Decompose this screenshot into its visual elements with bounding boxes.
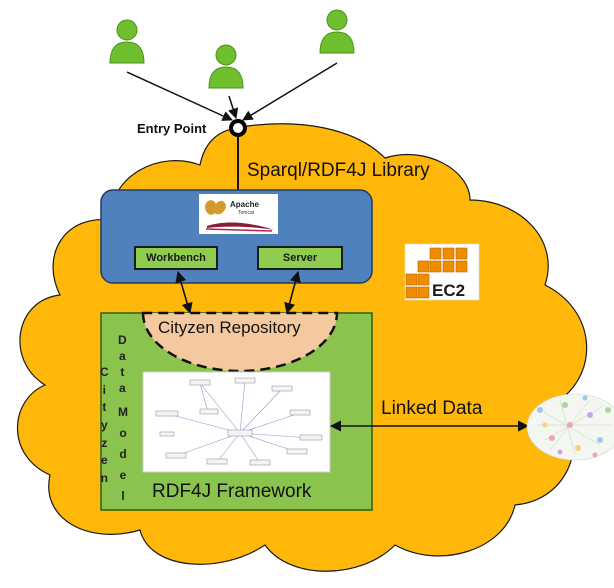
- vertical-letter: y: [100, 417, 108, 432]
- ec2-text: EC2: [432, 281, 465, 300]
- entry-point-icon: [229, 119, 247, 137]
- library-label: Sparql/RDF4J Library: [247, 160, 430, 181]
- vertical-letter: n: [100, 470, 108, 485]
- vertical-letter: o: [119, 426, 127, 440]
- user-arrow: [242, 62, 338, 121]
- vertical-letter: t: [120, 365, 125, 379]
- vertical-letter: e: [119, 468, 127, 482]
- linked-data-graph-icon: [526, 393, 614, 461]
- repository-label: Cityzen Repository: [158, 318, 301, 337]
- user-arrow: [228, 95, 239, 120]
- vertical-letter: e: [100, 453, 108, 468]
- ec2-logo: EC2: [404, 243, 480, 301]
- tomcat-subtitle: Tomcat: [238, 210, 255, 216]
- workbench-box: Workbench: [134, 246, 218, 270]
- vertical-letter: i: [102, 382, 106, 397]
- tomcat-title: Apache: [230, 200, 259, 209]
- user-icon: [109, 19, 145, 64]
- vertical-letter: a: [118, 381, 126, 395]
- vertical-letter: M: [118, 405, 128, 419]
- vertical-letter: t: [102, 400, 107, 415]
- user-arrow: [126, 71, 233, 121]
- vertical-letter: d: [119, 447, 127, 461]
- data-model-graph: [142, 371, 331, 473]
- repository-shape: [141, 311, 339, 373]
- linked-data-label: Linked Data: [381, 398, 483, 419]
- workbench-arrow: [175, 270, 193, 315]
- entry-point-label: Entry Point: [137, 121, 207, 136]
- vertical-letter: a: [118, 349, 126, 363]
- vertical-letter: z: [101, 435, 108, 450]
- server-arrow: [284, 270, 301, 315]
- tomcat-logo: [199, 194, 278, 234]
- vertical-letter: C: [100, 365, 109, 379]
- user-icon: [208, 44, 244, 89]
- vertical-letter: l: [121, 489, 125, 503]
- framework-label: RDF4J Framework: [152, 481, 312, 502]
- user-icon: [319, 9, 355, 54]
- server-box-label: Server: [257, 246, 343, 270]
- vertical-letter: D: [118, 333, 127, 347]
